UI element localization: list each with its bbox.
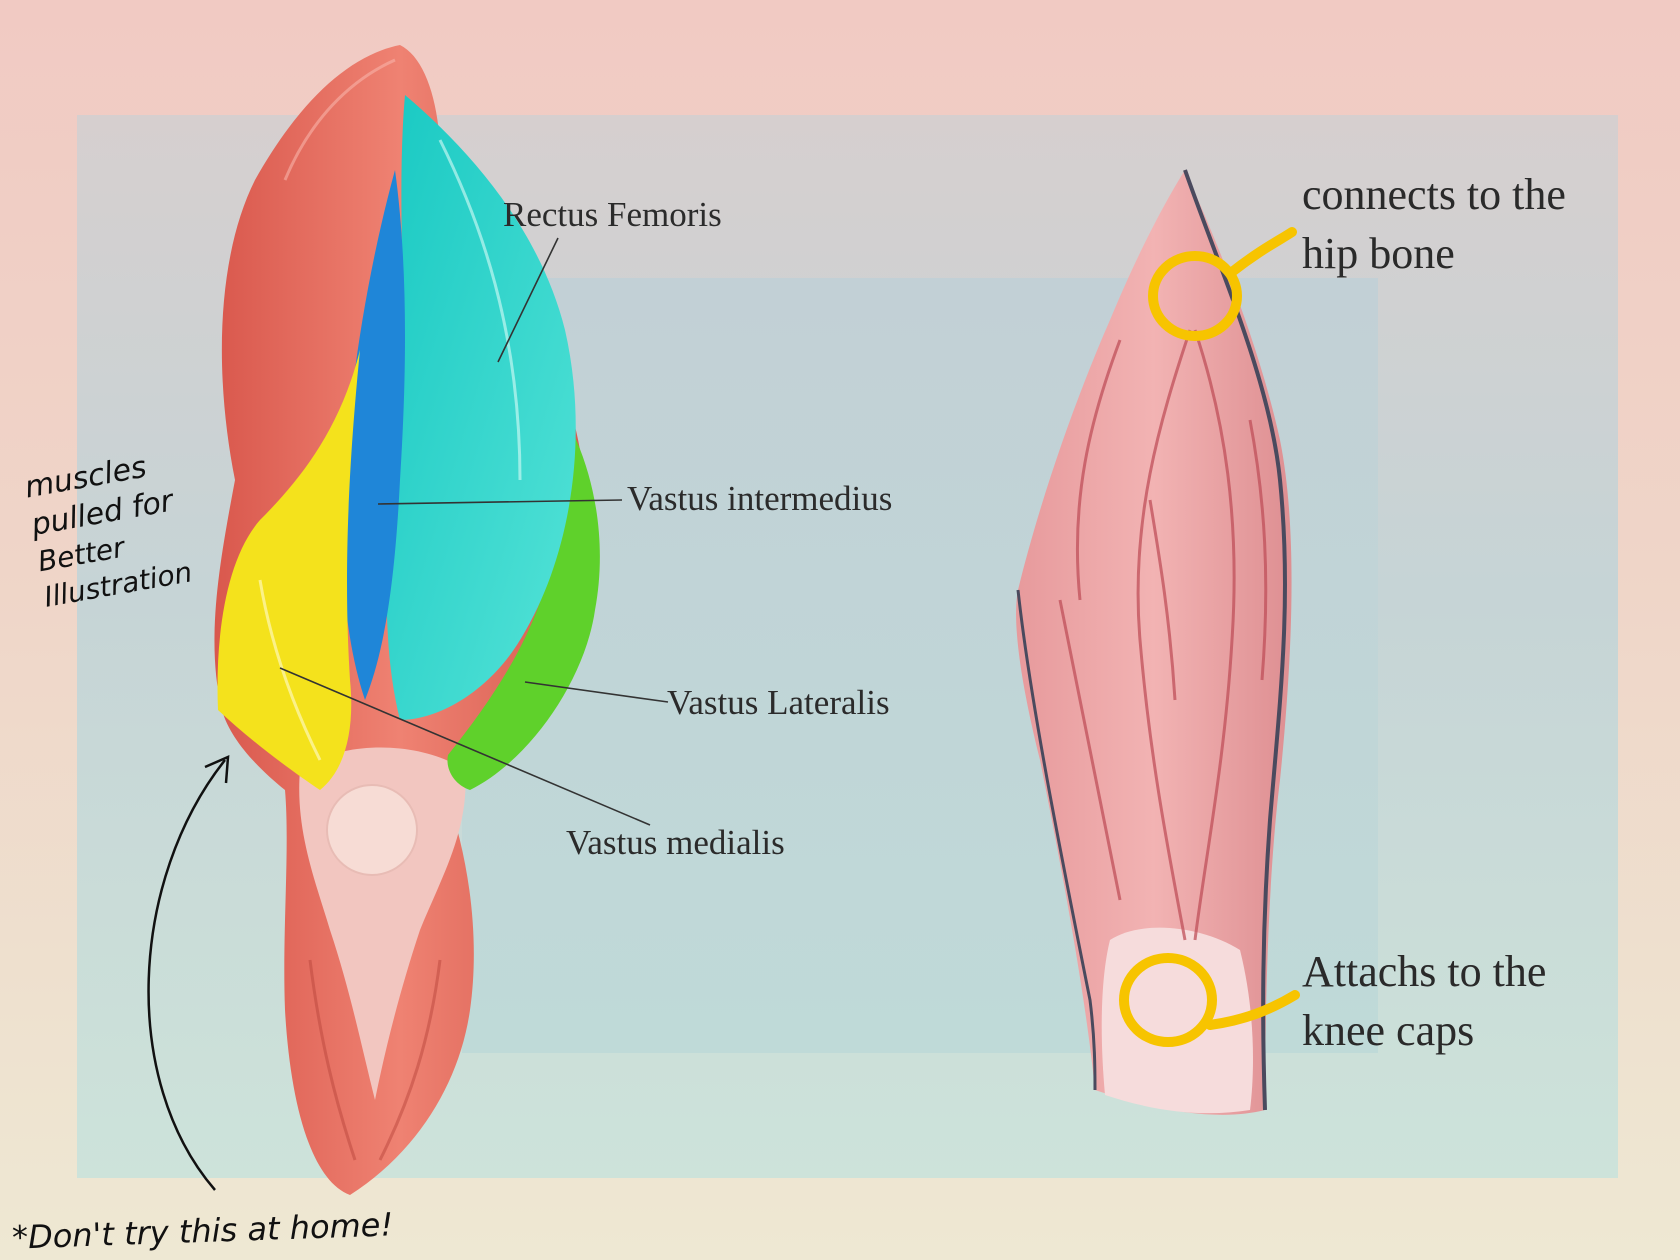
label-vastus-lateralis: Vastus Lateralis bbox=[667, 683, 890, 722]
leader-rectus-femoris bbox=[497, 237, 559, 363]
hip-callout-tail bbox=[1227, 227, 1297, 277]
label-vastus-intermedius: Vastus intermedius bbox=[627, 479, 893, 518]
knee-callout-tail bbox=[1205, 990, 1300, 1030]
curved-arrow-icon bbox=[147, 755, 230, 1191]
left-thigh-illustration bbox=[214, 45, 600, 1195]
label-rectus-femoris: Rectus Femoris bbox=[503, 195, 722, 234]
leader-vastus-lateralis bbox=[524, 681, 669, 703]
callout-circles bbox=[1119, 227, 1300, 1047]
label-vastus-medialis: Vastus medialis bbox=[566, 823, 785, 862]
knee-callout-line1: Attachs to the bbox=[1302, 947, 1547, 996]
knee-callout-text: Attachs to the knee caps bbox=[1302, 942, 1546, 1060]
kneecap bbox=[326, 784, 418, 876]
leader-vastus-intermedius bbox=[377, 499, 623, 505]
knee-callout-circle-icon bbox=[1119, 953, 1217, 1047]
rectus-femoris-muscle bbox=[386, 95, 576, 720]
vastus-medialis-muscle bbox=[217, 350, 360, 790]
hip-callout-text: connects to the hip bone bbox=[1302, 165, 1566, 283]
hip-callout-line2: hip bone bbox=[1302, 229, 1455, 278]
knee-callout-line2: knee caps bbox=[1302, 1006, 1475, 1055]
hip-callout-circle-icon bbox=[1148, 251, 1242, 341]
leader-lines bbox=[279, 237, 669, 826]
handwritten-note: muscles pulled for Better Illustration bbox=[22, 444, 195, 616]
leader-vastus-medialis bbox=[279, 667, 651, 826]
quadriceps-muscle bbox=[1016, 170, 1292, 1115]
hip-callout-line1: connects to the bbox=[1302, 170, 1566, 219]
vastus-intermedius-muscle bbox=[342, 170, 405, 700]
